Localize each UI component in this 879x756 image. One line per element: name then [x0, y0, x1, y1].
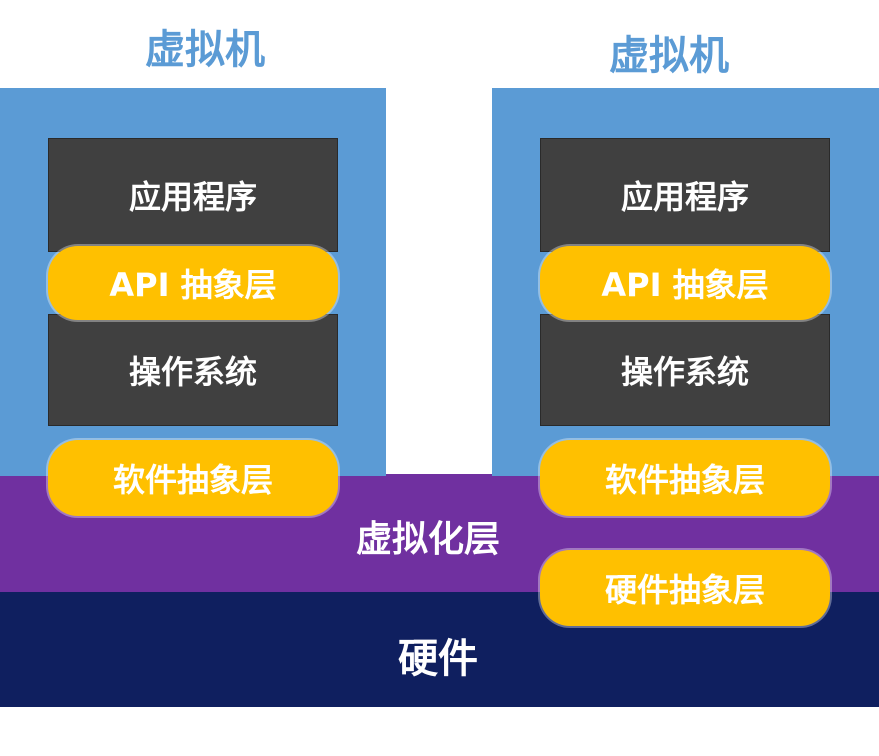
vm-left-title: 虚拟机: [145, 27, 265, 73]
vm-right-api-layer: API 抽象层: [540, 246, 830, 320]
virtualization-layer-label: 虚拟化层: [356, 519, 501, 560]
wechat-icon: [668, 711, 701, 734]
vm-left-api-layer: API 抽象层: [48, 246, 338, 320]
vm-right-software-layer: 软件抽象层: [540, 440, 830, 516]
hardware-label: 硬件: [398, 636, 478, 682]
vm-left-os: 操作系统: [48, 314, 338, 426]
vm-left-software-layer: 软件抽象层: [48, 440, 338, 516]
vm-right-application: 应用程序: [540, 138, 830, 252]
vm-left-application: 应用程序: [48, 138, 338, 252]
watermark: 九剑IT网络技术: [668, 708, 855, 738]
hardware-abstraction-layer: 硬件抽象层: [540, 550, 830, 626]
vm-right-title: 虚拟机: [609, 33, 729, 79]
vm-right-os: 操作系统: [540, 314, 830, 426]
watermark-text: 九剑IT网络技术: [709, 712, 855, 736]
